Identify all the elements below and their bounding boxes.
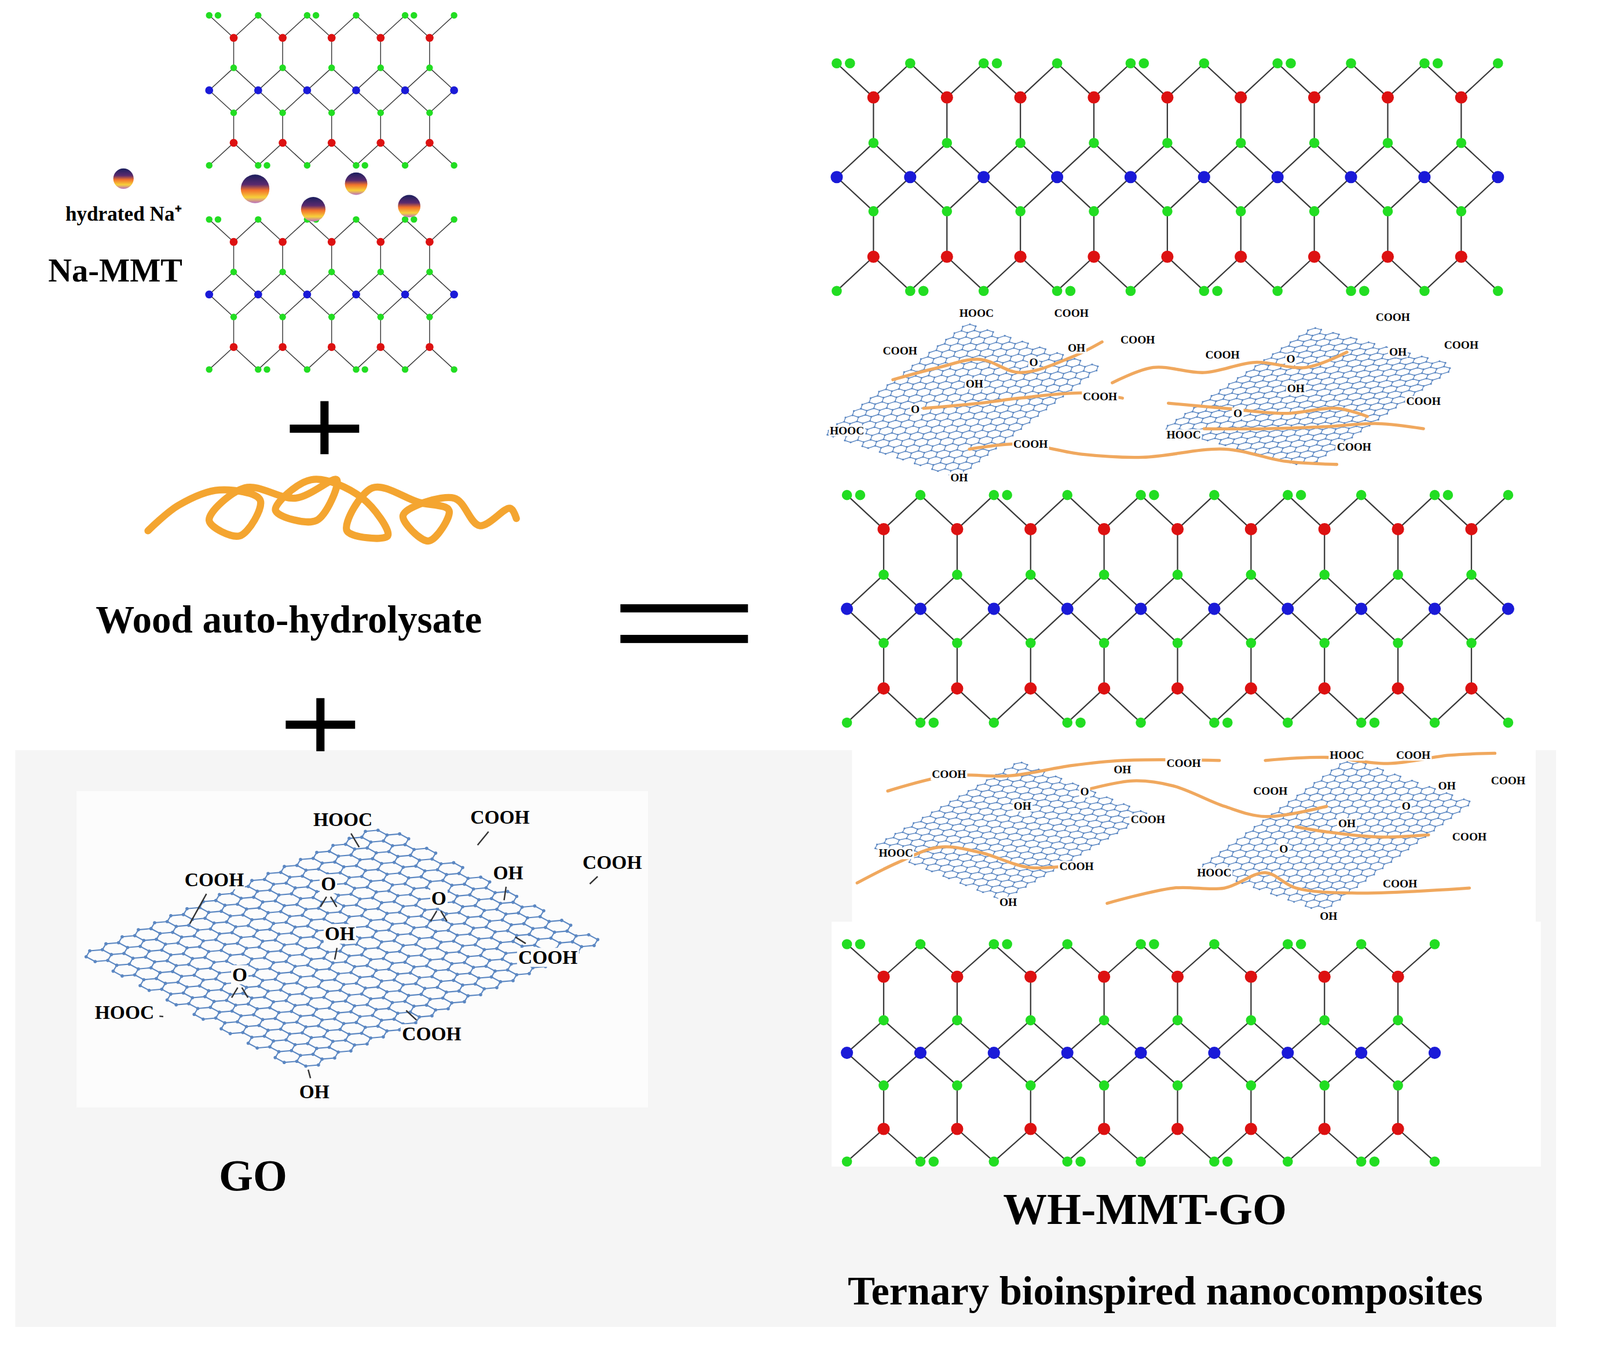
figure-stage: HOOCCOOHCOOHCOOHOOHOOHCOOHOHOOCCOOHOHHOO… xyxy=(0,0,1600,1345)
